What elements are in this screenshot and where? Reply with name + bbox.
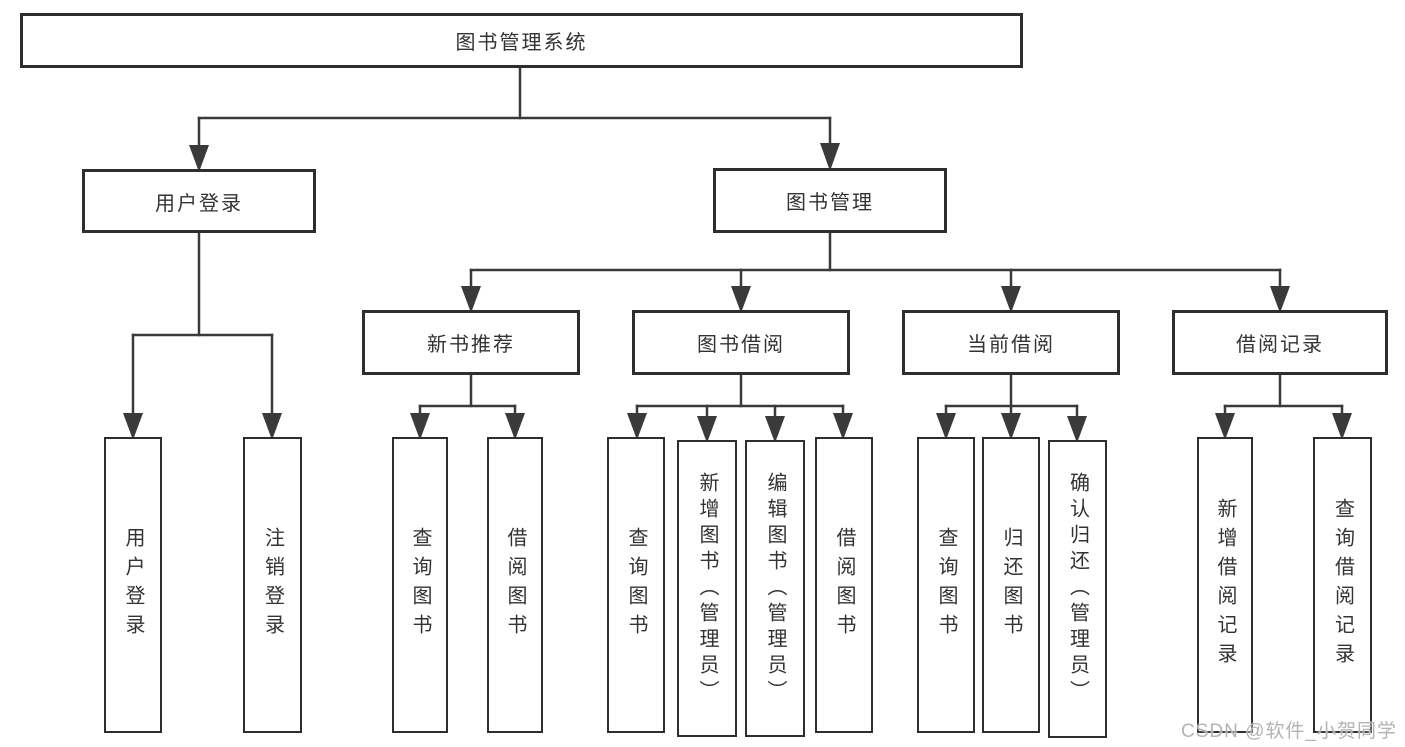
edges-new-book-rec-to-leaves: [410, 373, 525, 440]
leaf-user-login: 用户登录: [104, 437, 162, 733]
edges-current-borrow-to-leaves: [936, 373, 1087, 443]
leaf-return-book: 归还图书: [982, 437, 1040, 733]
leaf-confirm-return: 确认归还（管理员）: [1048, 440, 1107, 738]
node-book-mgmt-label: 图书管理: [786, 192, 874, 214]
node-book-borrow: 图书借阅: [632, 310, 850, 375]
leaf-add-record: 新增借阅记录: [1197, 437, 1253, 733]
leaf-logout-label: 注销登录: [261, 527, 284, 643]
node-borrow-records: 借阅记录: [1172, 310, 1388, 375]
leaf-logout: 注销登录: [243, 437, 302, 733]
leaf-add-record-label: 新增借阅记录: [1214, 498, 1236, 672]
leaf-query-book-3: 查询图书: [917, 437, 975, 733]
leaf-borrow-book-2: 借阅图书: [815, 437, 873, 733]
leaf-add-book-label: 新增图书（管理员）: [696, 471, 718, 706]
node-book-borrow-label: 图书借阅: [697, 334, 785, 356]
edges-book-borrow-to-leaves: [627, 373, 853, 443]
leaf-edit-book: 编辑图书（管理员）: [745, 440, 805, 737]
leaf-edit-book-label: 编辑图书（管理员）: [764, 471, 786, 706]
edges-user-login-to-leaves: [123, 231, 282, 440]
leaf-query-record-label: 查询借阅记录: [1331, 498, 1354, 672]
node-root-label: 图书管理系统: [455, 32, 588, 54]
node-root: 图书管理系统: [20, 13, 1023, 68]
leaf-user-login-label: 用户登录: [122, 527, 144, 643]
leaf-confirm-return-label: 确认归还（管理员）: [1066, 472, 1089, 706]
node-user-login: 用户登录: [82, 169, 316, 233]
edges-borrow-records-to-leaves: [1215, 373, 1352, 440]
leaf-query-book-2-label: 查询图书: [625, 527, 647, 643]
leaf-query-record: 查询借阅记录: [1313, 437, 1372, 733]
node-borrow-records-label: 借阅记录: [1236, 334, 1324, 356]
node-new-book-rec: 新书推荐: [362, 310, 580, 375]
node-new-book-rec-label: 新书推荐: [427, 334, 515, 356]
node-current-borrow: 当前借阅: [902, 310, 1120, 375]
node-book-mgmt: 图书管理: [713, 168, 947, 233]
leaf-borrow-book-2-label: 借阅图书: [833, 527, 855, 643]
leaf-return-book-label: 归还图书: [1000, 527, 1022, 643]
leaf-query-book-1: 查询图书: [392, 437, 448, 733]
leaf-add-book: 新增图书（管理员）: [677, 440, 737, 737]
leaf-borrow-book-1: 借阅图书: [487, 437, 543, 733]
leaf-query-book-2: 查询图书: [607, 437, 665, 733]
edges-root-to-level2: [189, 66, 840, 172]
leaf-query-book-3-label: 查询图书: [935, 527, 957, 643]
edges-book-mgmt-to-level3: [461, 231, 1290, 313]
node-current-borrow-label: 当前借阅: [967, 334, 1055, 356]
node-user-login-label: 用户登录: [155, 192, 243, 215]
leaf-query-book-1-label: 查询图书: [409, 527, 431, 643]
csdn-watermark: CSDN @软件_小贺同学: [1181, 721, 1397, 742]
leaf-borrow-book-1-label: 借阅图书: [504, 527, 526, 643]
